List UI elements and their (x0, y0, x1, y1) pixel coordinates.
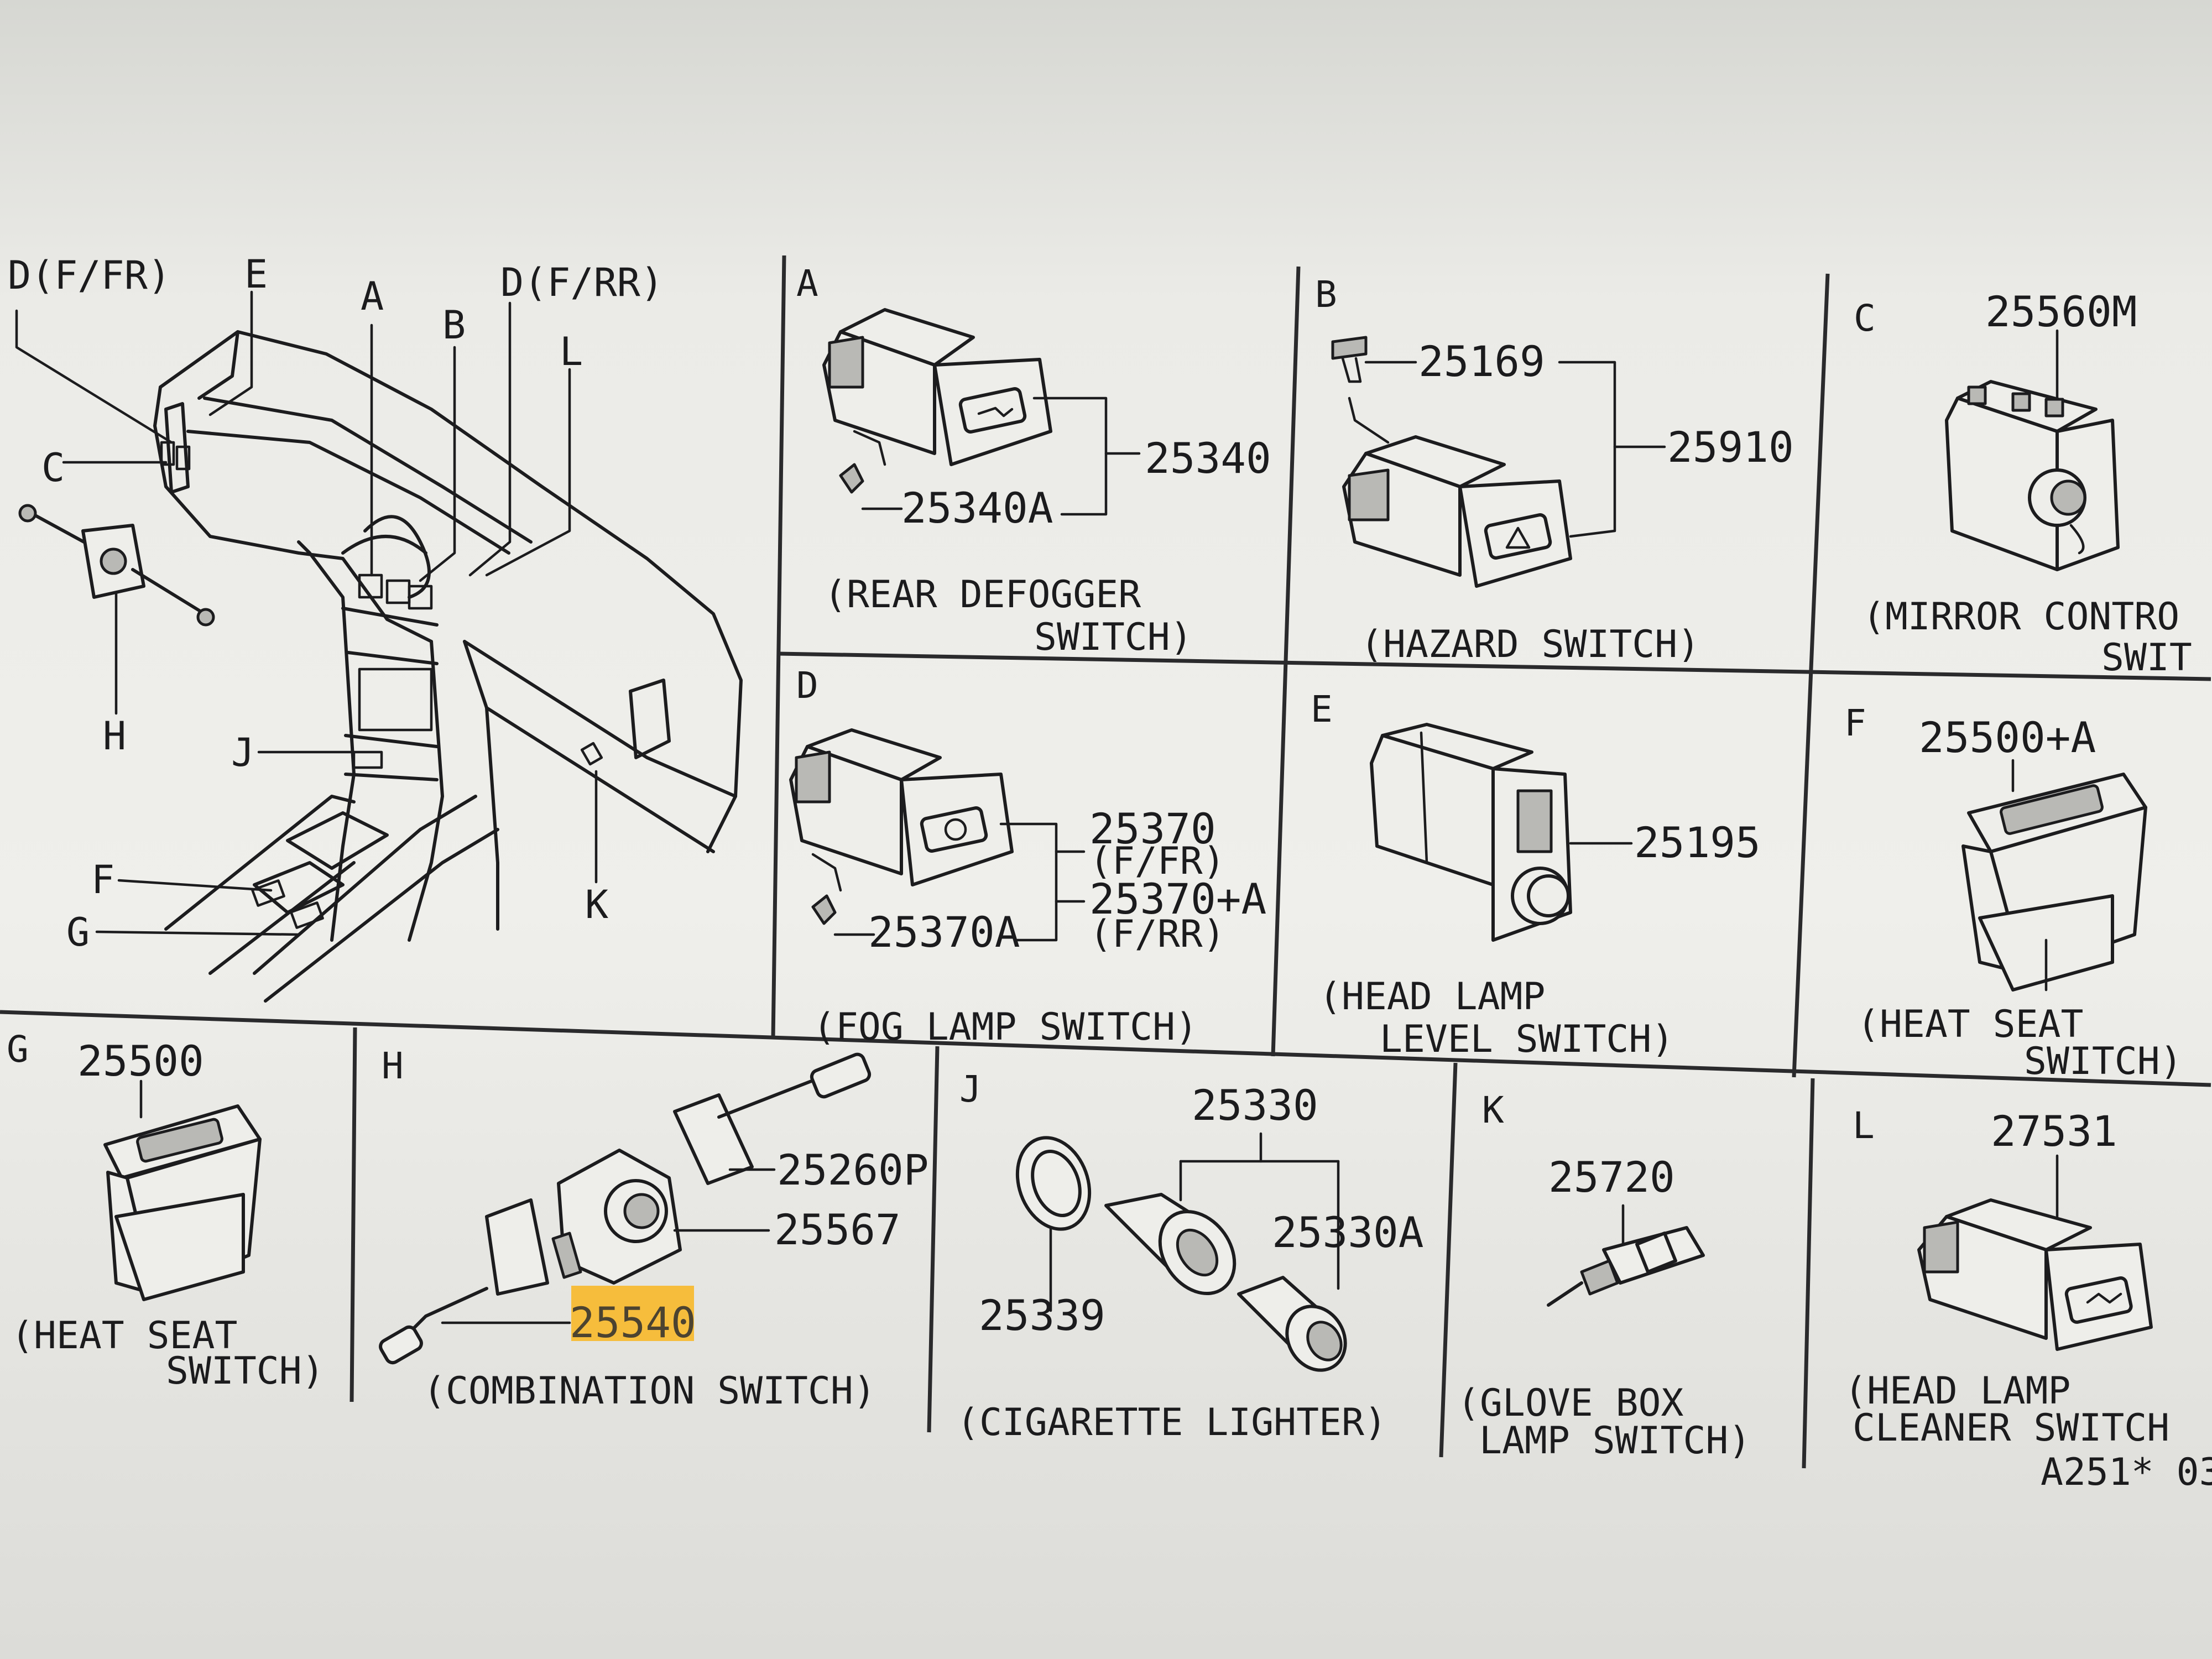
panel-e-head-lamp-level: E 25195 (HEAD LAMP LEVEL SWITCH) (1311, 688, 1761, 1061)
panel-f-caption-1: (HEAT SEAT (1857, 1003, 2083, 1046)
panel-b-letter: B (1315, 273, 1337, 316)
part-25910: 25910 (1667, 422, 1794, 472)
panel-c-caption-2: SWIT (2101, 636, 2192, 680)
panel-l-head-lamp-cleaner: L 27531 (HEAD LAMP CLEANER SWITCH A251* … (1844, 1104, 2212, 1494)
callout-j: J (231, 730, 254, 775)
panel-a-rear-defogger: A 25340 25340A (REAR DEFOGGER SWITCH) (796, 262, 1271, 659)
part-25500: 25500 (77, 1036, 204, 1086)
callout-g: G (66, 910, 90, 955)
part-27531: 27531 (1991, 1107, 2117, 1156)
panel-g-caption-2: SWITCH) (166, 1349, 325, 1393)
part-25370-variant-ffr: (F/FR) (1089, 839, 1225, 883)
panel-g-letter: G (7, 1028, 29, 1071)
part-25500-plus-a: 25500+A (1919, 713, 2096, 762)
panel-a-letter: A (796, 262, 818, 305)
panel-j-caption: (CIGARETTE LIGHTER) (957, 1401, 1387, 1444)
panel-c-caption-1: (MIRROR CONTRO (1863, 595, 2179, 639)
callout-h: H (103, 713, 126, 759)
panel-l-caption-1: (HEAD LAMP (1844, 1369, 2070, 1413)
part-25370a: 25370A (868, 907, 1020, 957)
callout-d-ffr: D(F/FR) (8, 253, 171, 298)
panel-f-caption-2: SWITCH) (2024, 1040, 2183, 1083)
drawing-code: A251* 03 (2041, 1451, 2212, 1494)
callout-d-frr: D(F/RR) (500, 260, 664, 305)
panel-l-caption-2: CLEANER SWITCH (1853, 1406, 2169, 1450)
panel-j-letter: J (959, 1068, 982, 1110)
panel-d-letter: D (796, 664, 818, 707)
panel-grid (0, 255, 2211, 1469)
part-25370-plus-a-variant-frr: (F/RR) (1089, 912, 1225, 956)
panel-d-fog-lamp: D 25370 (F/FR) 25370+A (F/RR) 25370A (FO… (789, 664, 1266, 1049)
panel-e-caption-1: (HEAD LAMP (1319, 975, 1545, 1019)
callout-e: E (244, 252, 268, 297)
panel-h-letter: H (382, 1045, 404, 1087)
panel-e-letter: E (1311, 688, 1333, 731)
part-25195: 25195 (1634, 818, 1761, 867)
panel-k-caption-1: (GLOVE BOX (1457, 1381, 1683, 1425)
part-25339: 25339 (979, 1291, 1105, 1340)
callout-b: B (442, 302, 466, 348)
panel-c-letter: C (1854, 297, 1876, 340)
callout-l: L (560, 329, 583, 374)
panel-f-heat-seat: F 25500+A (HEAT SEAT SWITCH) (1844, 702, 2183, 1083)
panel-j-cigarette-lighter: J 25330 25330A 25339 (CIGARETTE LIGHTER) (957, 1068, 1424, 1444)
part-25340: 25340 (1145, 434, 1271, 483)
panel-g-heat-seat: G 25500 (HEAT SEAT SWITCH) (7, 1028, 325, 1393)
panel-k-glove-box-lamp: K 25720 (GLOVE BOX LAMP SWITCH) (1457, 1089, 1751, 1463)
part-25370: 25370 (1089, 804, 1216, 853)
highlight-25540 (571, 1286, 694, 1341)
panel-h-caption: (COMBINATION SWITCH) (423, 1369, 876, 1413)
callout-c: C (41, 445, 65, 491)
panel-k-caption-2: LAMP SWITCH) (1479, 1419, 1751, 1463)
part-25567: 25567 (774, 1205, 901, 1254)
part-25540: 25540 (570, 1298, 696, 1347)
panel-g-caption-1: (HEAT SEAT (11, 1314, 237, 1358)
panel-f-letter: F (1844, 702, 1866, 744)
part-25260p: 25260P (777, 1145, 929, 1194)
part-25370-plus-a: 25370+A (1089, 874, 1266, 924)
part-25330a: 25330A (1272, 1208, 1424, 1257)
callout-f: F (91, 857, 114, 902)
part-25330: 25330 (1192, 1081, 1318, 1130)
part-25169: 25169 (1418, 337, 1545, 386)
panel-b-hazard: B 25169 25910 (HAZARD SWITCH) (1315, 273, 1794, 666)
callout-a: A (361, 274, 384, 319)
dashboard-overview: D(F/FR) E A B D(F/RR) L C H J F G K (8, 252, 743, 1003)
panel-l-letter: L (1853, 1104, 1875, 1147)
panel-h-combination-switch: H 25260P 25567 25540 (COMBINATION SWITCH… (379, 1045, 929, 1413)
panel-c-mirror-control: C 25560M (MIRROR CONTRO SWIT (1854, 287, 2192, 680)
panel-b-caption: (HAZARD SWITCH) (1360, 623, 1700, 666)
part-25560m: 25560M (1985, 287, 2137, 336)
part-25340a: 25340A (901, 483, 1053, 533)
part-25720: 25720 (1548, 1152, 1675, 1202)
panel-d-caption: (FOG LAMP SWITCH) (813, 1005, 1198, 1049)
panel-e-caption-2: LEVEL SWITCH) (1380, 1018, 1674, 1061)
callout-k: K (585, 882, 608, 927)
panel-a-caption-1: (REAR DEFOGGER (824, 573, 1141, 617)
panel-k-letter: K (1482, 1089, 1504, 1131)
panel-a-caption-2: SWITCH) (1034, 615, 1193, 659)
